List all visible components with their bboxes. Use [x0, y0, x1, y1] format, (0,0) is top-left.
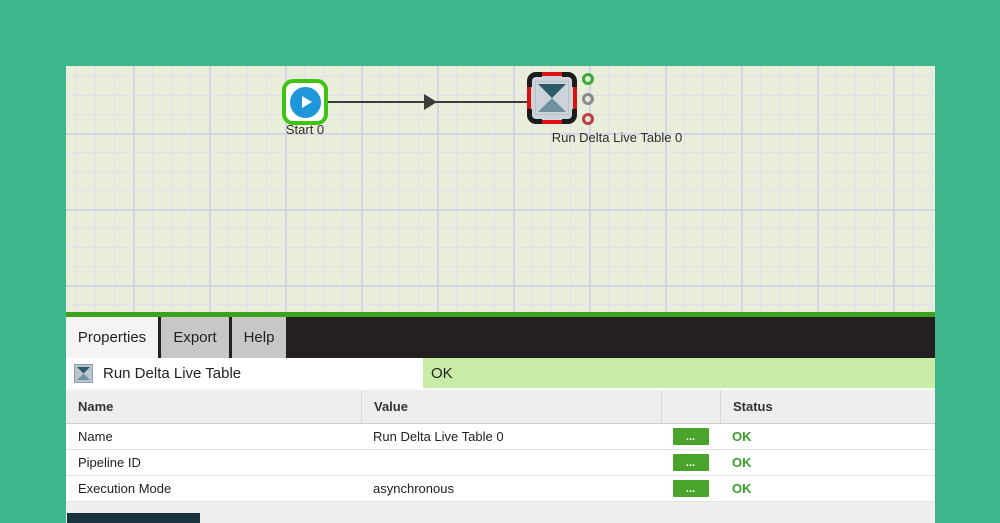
- table-row: Name Run Delta Live Table 0 ... OK: [66, 424, 935, 450]
- row-name: Pipeline ID: [78, 455, 141, 470]
- port-green-icon[interactable]: [582, 73, 594, 85]
- header-button-col: [661, 390, 720, 423]
- node-run-delta-live-table[interactable]: [527, 72, 577, 124]
- workflow-canvas[interactable]: Start 0 Run Delta Live Table 0: [66, 66, 935, 312]
- row-name: Execution Mode: [78, 481, 172, 496]
- selection-corner-icon: [527, 72, 542, 87]
- selection-corner-icon: [562, 109, 577, 124]
- ok-dialog-button[interactable]: [67, 513, 200, 523]
- node-dlt-label: Run Delta Live Table 0: [551, 130, 683, 145]
- divider: [66, 388, 935, 390]
- port-gray-icon[interactable]: [582, 93, 594, 105]
- row-status: OK: [732, 481, 752, 496]
- selection-corner-icon: [562, 72, 577, 87]
- play-icon: [289, 86, 321, 118]
- node-start-label: Start 0: [285, 122, 325, 137]
- table-header: Name Value Status: [66, 390, 935, 424]
- row-name: Name: [78, 429, 113, 444]
- port-red-icon[interactable]: [582, 113, 594, 125]
- panel-divider: [66, 312, 935, 317]
- row-status: OK: [732, 429, 752, 444]
- table-row: Execution Mode asynchronous ... OK: [66, 476, 935, 502]
- row-status: OK: [732, 455, 752, 470]
- tab-properties[interactable]: Properties: [66, 317, 158, 358]
- connector-arrowhead-icon: [424, 94, 437, 110]
- app-panel: Start 0 Run Delta Live Table 0 Propertie…: [66, 66, 935, 523]
- node-summary-status: OK: [431, 364, 453, 382]
- hourglass-icon: [74, 363, 93, 383]
- tab-bar: Properties Export Help: [66, 317, 935, 358]
- table-row: Pipeline ID ... OK: [66, 450, 935, 476]
- edit-value-button[interactable]: ...: [672, 454, 709, 471]
- header-name: Name: [78, 399, 114, 414]
- tab-help[interactable]: Help: [232, 317, 286, 358]
- node-summary-row: Run Delta Live Table OK: [66, 358, 935, 388]
- node-summary-title: Run Delta Live Table: [103, 364, 242, 382]
- table-footer-area: [66, 502, 935, 523]
- header-status: Status: [720, 390, 935, 423]
- row-value: Run Delta Live Table 0: [373, 429, 504, 444]
- node-summary-left: Run Delta Live Table: [66, 358, 423, 388]
- node-start[interactable]: [282, 79, 328, 125]
- edit-value-button[interactable]: ...: [672, 480, 709, 497]
- tab-export[interactable]: Export: [161, 317, 229, 358]
- selection-corner-icon: [527, 109, 542, 124]
- header-value: Value: [361, 390, 661, 423]
- edit-value-button[interactable]: ...: [672, 428, 709, 445]
- row-value: asynchronous: [373, 481, 454, 496]
